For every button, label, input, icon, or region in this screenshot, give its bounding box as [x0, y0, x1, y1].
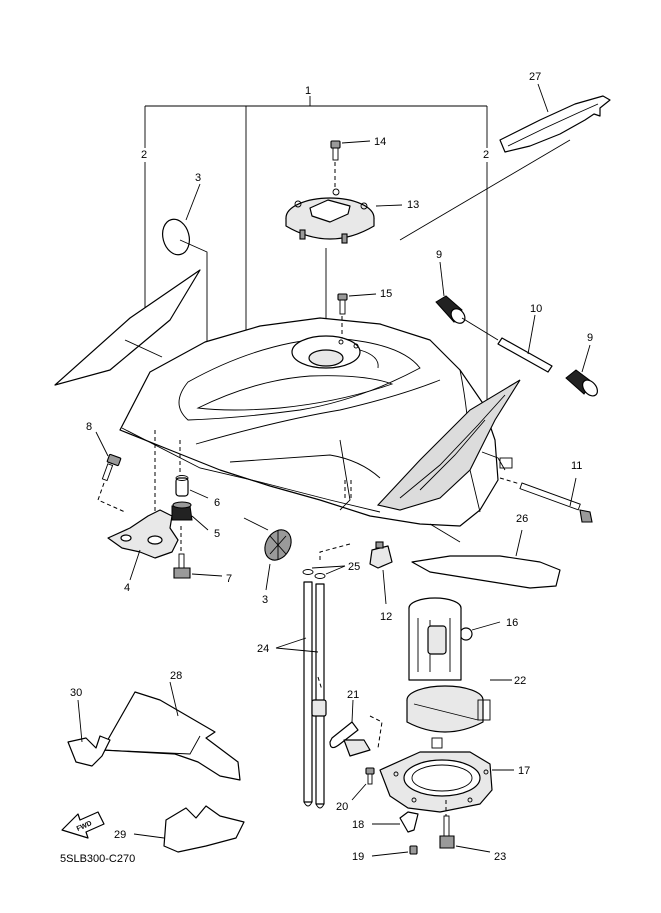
part-23-bolt — [439, 800, 491, 853]
part-19-screw — [371, 845, 418, 857]
callout-26: 26 — [516, 513, 528, 525]
callout-2-left: 2 — [141, 149, 147, 161]
callout-11: 11 — [571, 460, 582, 472]
callout-15: 15 — [380, 288, 392, 300]
part-12-clip — [369, 541, 393, 605]
forward-arrow-icon: FWD — [61, 811, 105, 839]
part-14-bolt — [330, 140, 371, 190]
callout-14: 14 — [374, 136, 386, 148]
part-8-bolt — [95, 431, 126, 513]
part-27-cover — [399, 83, 611, 241]
diagram-code: 5SLB300-C270 — [60, 853, 135, 865]
part-2-side-panel-right — [376, 379, 521, 511]
part-7-bolt — [173, 526, 223, 579]
part-29-cover — [133, 805, 245, 853]
callout-12: 12 — [380, 611, 392, 623]
part-6-collar — [175, 440, 209, 499]
part-3-grommet-lower — [243, 517, 292, 591]
callout-10: 10 — [530, 303, 542, 315]
part-16-pressure-regulator — [459, 621, 501, 641]
callout-21: 21 — [347, 689, 359, 701]
callout-19: 19 — [352, 851, 364, 863]
part-25-clips — [302, 543, 351, 579]
part-21-bracket — [329, 699, 383, 757]
assembly-bracket-1 — [144, 96, 488, 400]
part-13-fuel-cap — [285, 188, 403, 340]
callout-numbers: 1 2 2 3 3 4 5 6 7 8 9 9 10 11 12 13 14 1… — [70, 71, 593, 863]
part-5-damper — [171, 501, 209, 531]
part-3-damper-upper — [162, 183, 208, 345]
callout-23: 23 — [494, 851, 506, 863]
callout-3-upper: 3 — [195, 172, 201, 184]
callout-8: 8 — [86, 421, 92, 433]
callout-2-right: 2 — [483, 149, 489, 161]
part-22-fuel-pump — [406, 597, 512, 749]
part-11-bolt — [499, 477, 593, 523]
callout-30: 30 — [70, 687, 82, 699]
callout-25: 25 — [348, 561, 360, 573]
part-2-side-panel-left — [54, 269, 201, 386]
callout-6: 6 — [214, 497, 220, 509]
callout-9-left: 9 — [436, 249, 442, 261]
callout-20: 20 — [336, 801, 348, 813]
part-28-cover — [101, 681, 241, 781]
callout-17: 17 — [518, 765, 530, 777]
callout-13: 13 — [407, 199, 419, 211]
callout-4: 4 — [124, 582, 130, 594]
part-10-collar — [461, 314, 553, 373]
fuel-tank-body — [119, 317, 513, 527]
callout-18: 18 — [352, 819, 364, 831]
callout-28: 28 — [170, 670, 182, 682]
part-20-bolt — [351, 767, 375, 801]
part-4-bracket — [107, 430, 179, 581]
callout-7: 7 — [226, 573, 232, 585]
callout-3-lower: 3 — [262, 594, 268, 606]
callout-22: 22 — [514, 675, 526, 687]
callout-5: 5 — [214, 528, 220, 540]
part-24-hoses — [275, 581, 327, 809]
part-9-damper-left — [435, 261, 466, 324]
callout-29: 29 — [114, 829, 126, 841]
callout-1: 1 — [305, 85, 311, 97]
part-9-damper-right — [565, 344, 598, 397]
part-17-gasket — [379, 751, 514, 813]
callout-24: 24 — [257, 643, 269, 655]
part-26-cover — [411, 523, 561, 589]
part-18-clamp — [372, 811, 419, 833]
callout-9-right: 9 — [587, 332, 593, 344]
part-30-cover — [67, 699, 111, 767]
part-15-bolt — [337, 293, 377, 338]
callout-27: 27 — [529, 71, 541, 83]
callout-16: 16 — [506, 617, 518, 629]
